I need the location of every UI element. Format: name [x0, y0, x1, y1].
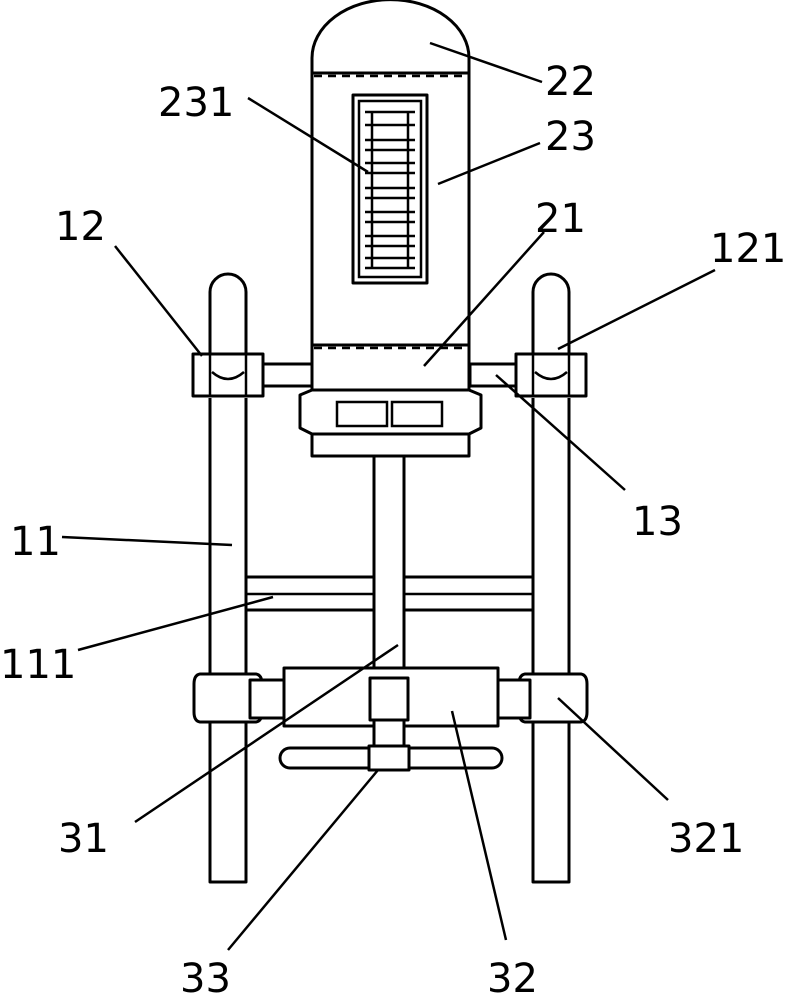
left-post: [208, 398, 248, 884]
label-23: 23: [545, 114, 596, 160]
left-clamp-block: [191, 352, 265, 398]
lower-collar: [298, 388, 483, 436]
label-31: 31: [58, 816, 109, 862]
motor-base: [310, 343, 471, 392]
left-link: [248, 678, 286, 720]
leader-lines: [61, 41, 716, 951]
right-link: [496, 678, 532, 720]
lower-collar-plate: [310, 432, 471, 458]
grille-slats: [365, 110, 415, 270]
dome-top: [310, 0, 471, 75]
lower-shaft: [372, 718, 406, 750]
right-post: [531, 398, 571, 884]
central-shaft: [372, 454, 406, 684]
shaft-collar: [368, 676, 410, 722]
left-connecting-bar: [261, 362, 315, 388]
label-11: 11: [10, 519, 61, 565]
right-clamp-block: [514, 352, 588, 398]
label-111: 111: [0, 642, 76, 688]
label-21: 21: [535, 196, 586, 242]
label-22: 22: [545, 59, 596, 105]
label-231: 231: [158, 80, 234, 126]
label-12: 12: [55, 204, 106, 250]
label-33: 33: [180, 956, 231, 1000]
label-321: 321: [668, 816, 744, 862]
handle-hub: [367, 744, 411, 772]
label-32: 32: [487, 956, 538, 1000]
label-13: 13: [632, 499, 683, 545]
label-121: 121: [710, 226, 786, 272]
right-connecting-bar: [468, 362, 518, 388]
